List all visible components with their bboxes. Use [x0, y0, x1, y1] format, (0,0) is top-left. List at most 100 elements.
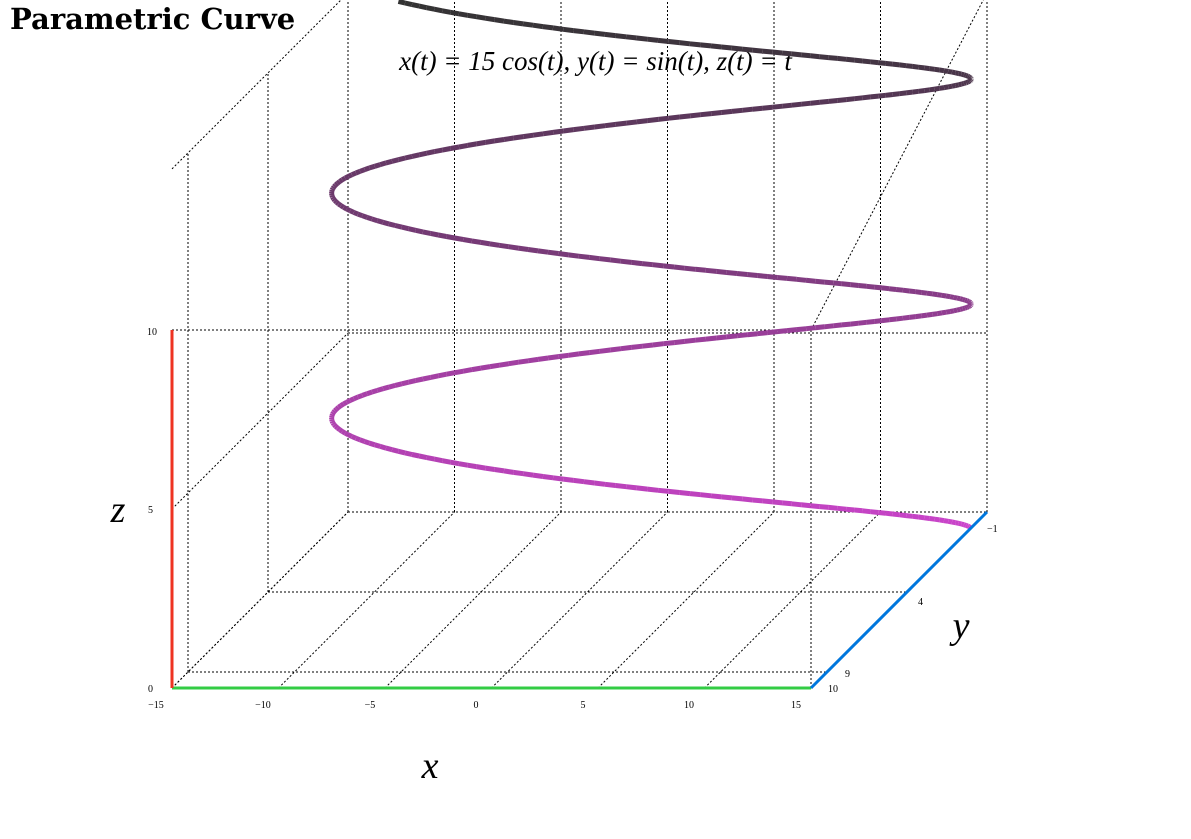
curve-segment: [333, 181, 340, 187]
curve-segment: [542, 129, 554, 137]
curve-segment: [700, 111, 712, 118]
curve-segment: [366, 389, 373, 397]
curve-segment: [965, 298, 970, 304]
curve-segment: [958, 71, 962, 77]
z-tick-label: 5: [148, 505, 153, 516]
curve-segment: [609, 257, 622, 264]
curve-segment: [892, 61, 900, 68]
curve-segment: [721, 44, 733, 51]
curve-segment: [710, 493, 722, 500]
curve-segment: [870, 59, 879, 66]
curve-segment: [329, 413, 335, 417]
curve-segment: [404, 450, 413, 457]
curve-segment: [615, 483, 627, 490]
curve-segment: [943, 518, 949, 524]
curve-segment: [918, 88, 925, 94]
curve-segment: [337, 403, 343, 410]
curve-segment: [552, 25, 564, 32]
curve-segment: [929, 516, 936, 522]
curve-segment: [338, 427, 344, 434]
curve-segment: [445, 234, 456, 241]
curve-segment: [964, 297, 968, 304]
floor-gridline: [704, 511, 881, 689]
curve-segment: [397, 155, 406, 163]
curve-segment: [966, 79, 971, 85]
curve-segment: [963, 80, 967, 86]
curve-segment: [484, 15, 495, 23]
curve-segment: [892, 91, 900, 97]
curve-segment: [874, 284, 883, 291]
curve-segment: [437, 371, 447, 379]
curve-segment: [965, 523, 969, 529]
curve-segment: [968, 303, 974, 307]
curve-segment: [921, 312, 928, 319]
curve-segment: [963, 522, 967, 528]
curve-segment: [939, 67, 945, 74]
curve-segment: [522, 471, 534, 478]
curve-segment: [631, 343, 643, 350]
curve-segment: [467, 12, 477, 20]
curve-segment: [731, 45, 743, 52]
curve-segment: [700, 492, 712, 499]
curve-segment: [762, 498, 773, 505]
chart-subtitle: x(t) = 15 cos(t), y(t) = sin(t), z(t) = …: [399, 46, 792, 76]
curve-segment: [547, 354, 559, 361]
curve-segment: [786, 327, 797, 334]
curve-segment: [905, 513, 913, 519]
curve-segment: [620, 258, 632, 265]
curve-segment: [912, 513, 919, 520]
curve-segment: [845, 96, 855, 103]
y-axis-line: [809, 510, 989, 690]
curve-segment: [458, 11, 468, 18]
curve-segment: [956, 306, 961, 313]
curve-segment: [363, 165, 371, 172]
curve-segment: [454, 368, 464, 376]
curve-segment: [335, 426, 342, 432]
curve-segment: [494, 467, 505, 474]
curve-segment: [329, 194, 335, 198]
curve-segment: [620, 344, 632, 352]
curve-segment: [791, 501, 802, 508]
curve-segment: [899, 512, 907, 519]
curve-segment: [401, 224, 410, 232]
curve-segment: [568, 351, 580, 358]
curve-segment: [489, 241, 500, 248]
curve-segment: [947, 518, 953, 525]
curve-segment: [926, 290, 933, 297]
curve-segment: [841, 321, 851, 328]
curve-segment: [636, 118, 648, 125]
curve-segment: [647, 36, 659, 43]
curve-segment: [361, 213, 368, 220]
curve-segment: [527, 356, 539, 364]
curve-segment: [877, 510, 886, 516]
curve-segment: [752, 497, 763, 504]
curve-segment: [352, 210, 359, 217]
curve-segment: [433, 6, 443, 14]
curve-segment: [356, 393, 364, 400]
grid-layer: [171, 0, 988, 689]
curve-segment: [951, 83, 956, 89]
curve-segment: [552, 128, 564, 135]
curve-segment: [588, 348, 601, 356]
curve-segment: [532, 22, 544, 30]
curve-segment: [513, 469, 524, 477]
curve-segment: [333, 198, 339, 204]
curve-segment: [828, 504, 838, 511]
curve-segment: [462, 367, 473, 374]
curve-segment: [742, 106, 753, 113]
curve-segment: [647, 116, 659, 124]
curve-segment: [866, 283, 875, 290]
curve-segment: [407, 226, 417, 233]
curve-segment: [854, 507, 863, 514]
curve-segment: [947, 83, 953, 90]
curve-segment: [347, 432, 353, 439]
curve-segment: [333, 407, 339, 413]
curve-segment: [921, 290, 928, 296]
curve-segment: [334, 200, 341, 206]
curve-segment: [498, 242, 510, 250]
curve-segment: [895, 315, 904, 322]
curve-segment: [679, 40, 691, 47]
curve-segment: [837, 505, 847, 512]
curve-segment: [450, 459, 460, 467]
curve-segment: [437, 232, 447, 239]
